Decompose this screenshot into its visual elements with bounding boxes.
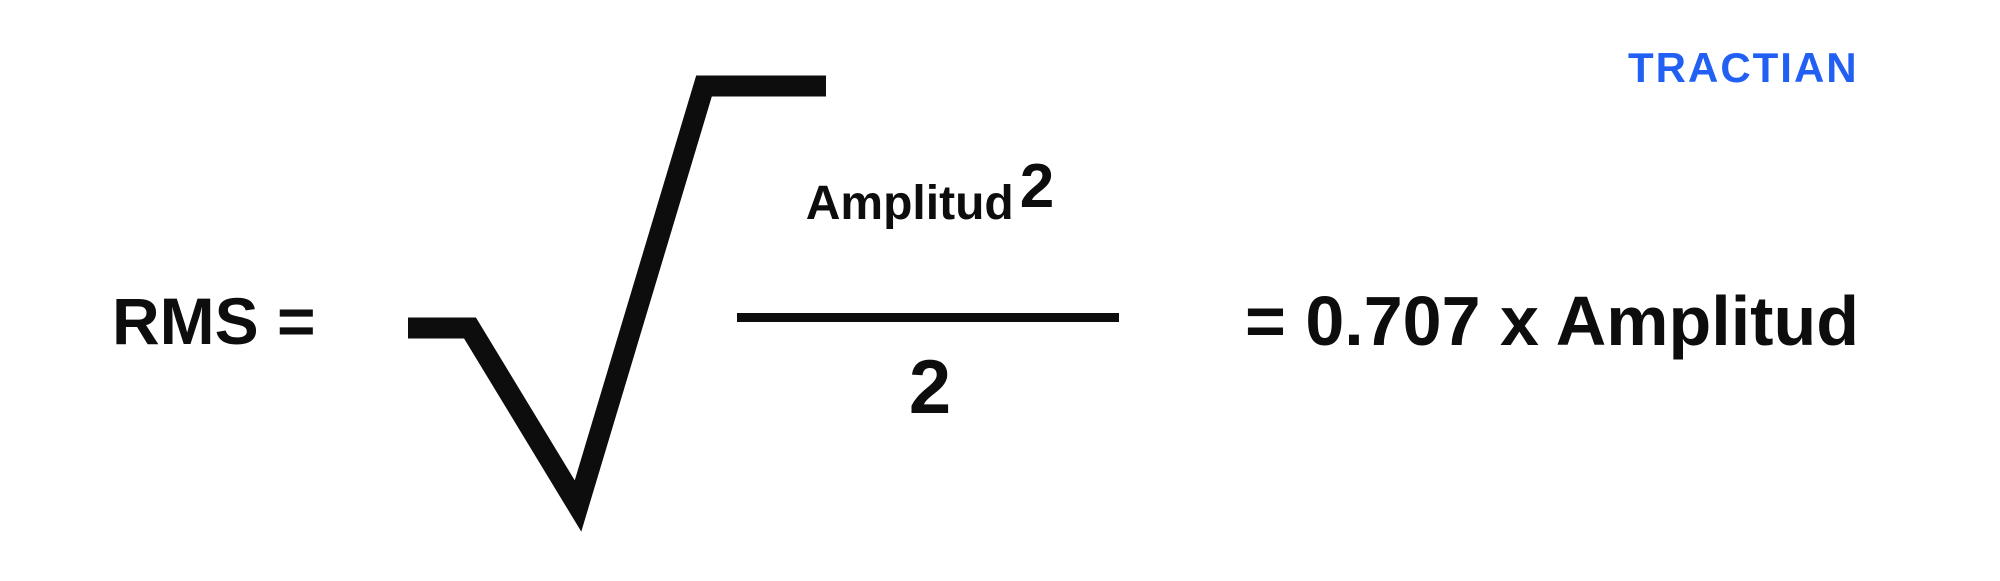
numerator-base-text: Amplitud (805, 177, 1014, 230)
numerator-exponent-text: 2 (1019, 152, 1055, 221)
fraction-denominator: 2 (908, 345, 952, 430)
formula-lhs: RMS = (112, 284, 316, 358)
tractian-logo: TRACTIAN (1628, 44, 1859, 91)
fraction-bar (737, 313, 1119, 322)
fraction-numerator: Amplitud2 (740, 156, 1120, 230)
square-root-icon (398, 66, 838, 532)
formula-result: = 0.707 x Amplitud (1245, 282, 1860, 360)
